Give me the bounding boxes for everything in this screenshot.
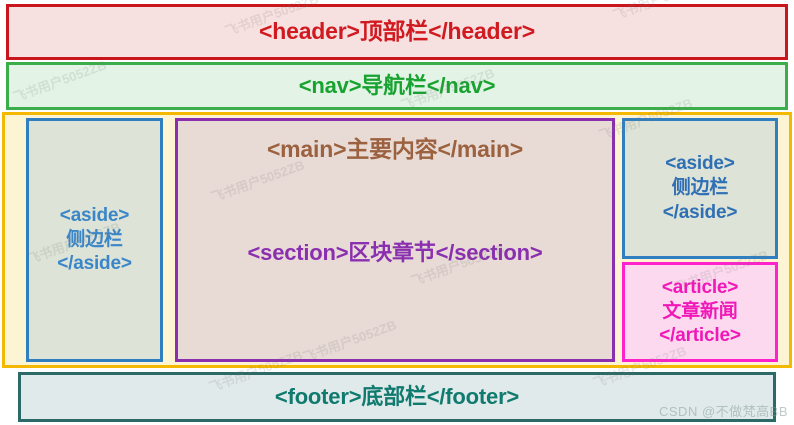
- aside-left-text: 侧边栏: [66, 228, 123, 250]
- aside-left-open-tag: <aside>: [59, 204, 130, 226]
- aside-right-open-tag: <aside>: [665, 153, 735, 175]
- aside-left-close-tag: </aside>: [57, 253, 132, 275]
- header-block: <header>顶部栏</header>: [6, 4, 788, 60]
- article-close-tag: </article>: [659, 325, 741, 347]
- article-open-tag: <article>: [661, 276, 739, 298]
- article-block: <article> 文章新闻 </article>: [622, 262, 778, 362]
- csdn-watermark: CSDN @不做梵高BB: [659, 404, 788, 419]
- section-label: <section>区块章节</section>: [247, 239, 543, 265]
- article-text: 文章新闻: [662, 300, 738, 322]
- footer-block: <footer>底部栏</footer>: [18, 372, 776, 422]
- footer-label: <footer>底部栏</footer>: [274, 383, 520, 409]
- aside-right-close-tag: </aside>: [662, 201, 738, 223]
- main-block: <main>主要内容</main> <section>区块章节</section…: [175, 118, 615, 362]
- aside-right-block: <aside> 侧边栏 </aside>: [622, 118, 778, 259]
- aside-left-block: <aside> 侧边栏 </aside>: [26, 118, 163, 362]
- nav-label: <nav>导航栏</nav>: [298, 72, 496, 98]
- aside-right-text: 侧边栏: [671, 177, 729, 199]
- header-label: <header>顶部栏</header>: [259, 18, 535, 45]
- main-label: <main>主要内容</main>: [266, 136, 524, 162]
- nav-block: <nav>导航栏</nav>: [6, 62, 788, 110]
